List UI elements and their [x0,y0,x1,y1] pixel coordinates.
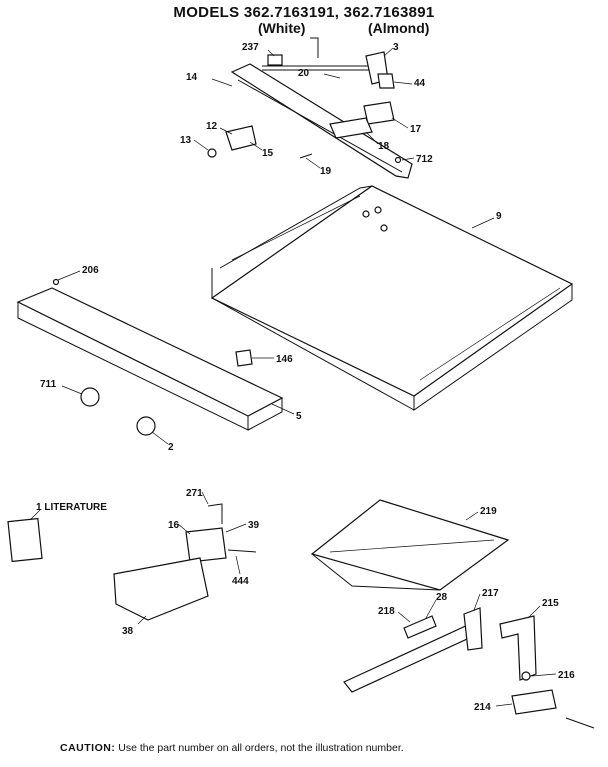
front-panel [16,278,284,431]
ignitor-valve [185,527,227,563]
manifold-pipe [230,63,413,179]
callout-712: 712 [416,154,433,165]
callout-16: 16 [168,520,180,531]
clip-part [377,73,395,89]
callout-15: 15 [262,148,274,159]
burner-end [463,607,483,651]
screw-712 [394,156,402,164]
callout-39: 39 [248,520,260,531]
callout-13: 13 [180,135,192,146]
callout-44: 44 [414,78,426,89]
caution-text: Use the part number on all orders, not t… [118,742,404,754]
callout-219: 219 [480,506,497,517]
callout-271: 271 [186,488,203,499]
caution-note: CAUTION: Use the part number on all orde… [60,742,404,754]
callout-215: 215 [542,598,559,609]
callout-711: 711 [40,379,57,390]
callout-12: 12 [206,121,218,132]
burner-box [210,185,574,411]
orifice-218 [403,615,437,639]
leader-lines [29,47,557,707]
nut-part [207,148,217,158]
caution-label: CAUTION: [60,742,116,754]
callout-218: 218 [378,606,395,617]
callout-20: 20 [298,68,310,79]
callout-17: 17 [410,124,422,135]
callout-14: 14 [186,72,198,83]
heat-shield-38 [113,557,209,621]
diagram-title: MODELS 362.7163191, 362.7163891 [173,4,435,21]
callout-444: 444 [232,576,249,587]
callout-38: 38 [122,626,134,637]
washer-216 [521,671,531,681]
callout-146: 146 [276,354,293,365]
variant-almond-label: (Almond) [368,20,430,36]
clip-146 [235,349,253,367]
bracket-215 [499,615,537,681]
callout-19: 19 [320,166,332,177]
burner-box-panel [210,185,574,397]
bracket-plate [329,117,373,139]
callout-214: 214 [474,702,491,713]
callout-2: 2 [168,442,174,453]
callout-28: 28 [436,592,448,603]
callout-5: 5 [296,411,302,422]
literature-booklet [7,517,43,563]
callout-literature: 1 LITERATURE [36,502,107,513]
knob-2 [136,416,156,436]
knob-711 [80,387,100,407]
variant-white-label: (White) [258,20,306,36]
broiler-pan-219 [310,499,510,591]
valve-body [363,101,395,125]
callout-217: 217 [482,588,499,599]
callout-18: 18 [378,141,390,152]
regulator [225,125,257,151]
orifice-spud [267,54,283,66]
ignitor-rod-271 [207,503,223,524]
callout-237: 237 [242,42,259,53]
callout-3: 3 [393,42,399,53]
bracket-214 [511,689,557,715]
callout-9: 9 [496,211,502,222]
callout-206: 206 [82,265,99,276]
screw-206 [52,278,60,286]
callout-216: 216 [558,670,575,681]
screw-part [299,153,313,159]
manifold-assembly [207,37,413,179]
broiler-assembly [310,499,595,729]
